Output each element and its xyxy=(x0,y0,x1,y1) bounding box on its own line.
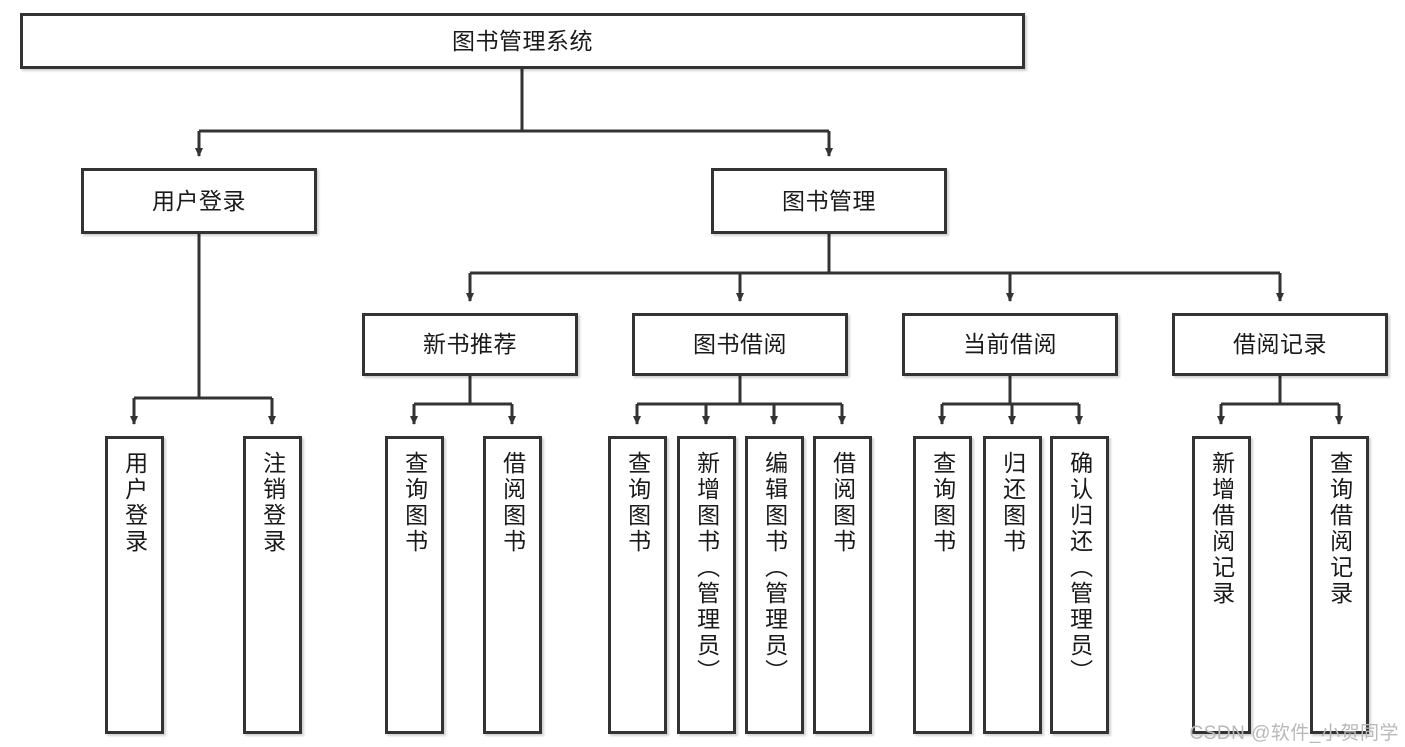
node-leaf-borrow-book[interactable]: 借阅图书 xyxy=(813,436,872,734)
node-borrow-record-label: 借阅记录 xyxy=(1233,331,1327,358)
node-leaf-return-book-label: 归还图书 xyxy=(999,451,1026,555)
node-root[interactable]: 图书管理系统 xyxy=(20,13,1025,69)
node-leaf-logout-label: 注销登录 xyxy=(259,451,286,555)
node-book-borrow-label: 图书借阅 xyxy=(693,331,787,358)
node-leaf-confirm-return[interactable]: 确认归还（管理员） xyxy=(1050,436,1109,734)
node-leaf-query-borrow-record[interactable]: 查询借阅记录 xyxy=(1310,436,1369,734)
node-leaf-edit-book[interactable]: 编辑图书（管理员） xyxy=(745,436,804,734)
watermark-text: CSDN @软件_小贺同学 xyxy=(1189,723,1399,744)
node-leaf-query-book-current-label: 查询图书 xyxy=(929,451,956,555)
node-leaf-user-login-label: 用户登录 xyxy=(121,451,148,555)
node-new-book-recommend[interactable]: 新书推荐 xyxy=(362,313,578,376)
node-leaf-borrow-book-label: 借阅图书 xyxy=(829,451,856,555)
node-user-login-label: 用户登录 xyxy=(152,187,246,214)
node-leaf-borrow-book-rec-label: 借阅图书 xyxy=(499,451,526,555)
node-leaf-query-borrow-record-label: 查询借阅记录 xyxy=(1326,451,1353,607)
node-leaf-add-borrow-record[interactable]: 新增借阅记录 xyxy=(1192,436,1251,734)
node-leaf-query-book-rec[interactable]: 查询图书 xyxy=(385,436,444,734)
node-leaf-add-borrow-record-label: 新增借阅记录 xyxy=(1208,451,1235,607)
node-leaf-query-book-rec-label: 查询图书 xyxy=(401,451,428,555)
node-book-management[interactable]: 图书管理 xyxy=(711,168,947,234)
node-current-borrow-label: 当前借阅 xyxy=(963,331,1057,358)
node-leaf-add-book-label: 新增图书（管理员） xyxy=(693,451,720,685)
node-leaf-borrow-book-rec[interactable]: 借阅图书 xyxy=(483,436,542,734)
node-leaf-query-book-borrow[interactable]: 查询图书 xyxy=(608,436,667,734)
node-leaf-confirm-return-label: 确认归还（管理员） xyxy=(1066,451,1093,685)
node-borrow-record[interactable]: 借阅记录 xyxy=(1172,313,1388,376)
node-new-book-recommend-label: 新书推荐 xyxy=(423,331,517,358)
node-root-label: 图书管理系统 xyxy=(452,27,593,54)
node-leaf-add-book[interactable]: 新增图书（管理员） xyxy=(677,436,736,734)
node-leaf-edit-book-label: 编辑图书（管理员） xyxy=(761,451,788,685)
node-user-login[interactable]: 用户登录 xyxy=(81,168,317,234)
node-leaf-logout[interactable]: 注销登录 xyxy=(243,436,302,734)
node-leaf-query-book-current[interactable]: 查询图书 xyxy=(913,436,972,734)
node-book-borrow[interactable]: 图书借阅 xyxy=(632,313,848,376)
node-leaf-query-book-borrow-label: 查询图书 xyxy=(624,451,651,555)
node-book-management-label: 图书管理 xyxy=(782,187,876,214)
node-leaf-user-login[interactable]: 用户登录 xyxy=(105,436,164,734)
node-current-borrow[interactable]: 当前借阅 xyxy=(902,313,1118,376)
node-leaf-return-book[interactable]: 归还图书 xyxy=(983,436,1042,734)
